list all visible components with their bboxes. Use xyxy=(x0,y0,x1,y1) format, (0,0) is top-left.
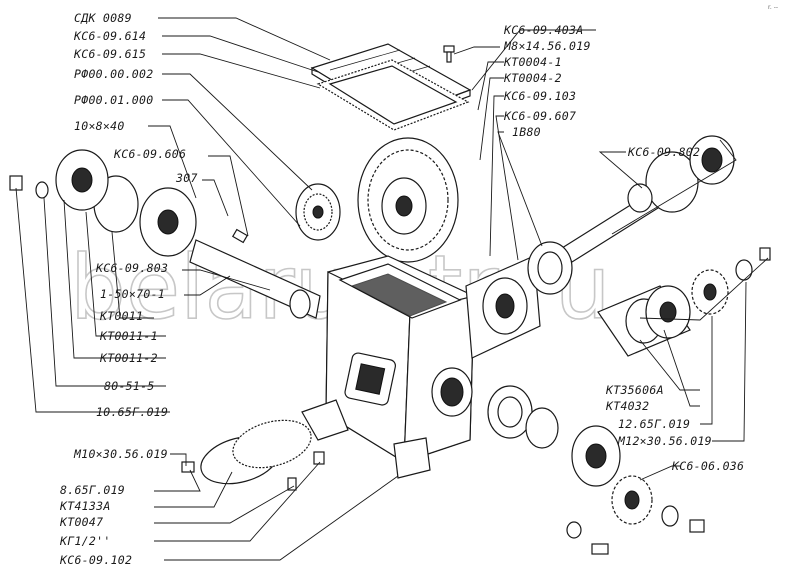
label-ks6-09-102: КС6-09.102 xyxy=(59,553,132,567)
label-kt0011-1: КТ0011-1 xyxy=(99,329,158,343)
label-ks6-09-614: КС6-09.614 xyxy=(73,29,146,43)
label-1b80: 1В80 xyxy=(512,125,541,139)
label-ks6-09-802: КС6-09.802 xyxy=(627,145,700,159)
cover-bolt xyxy=(443,45,455,63)
label-10x8x40: 10×8×40 xyxy=(74,119,125,133)
label-307: 307 xyxy=(175,171,198,185)
label-ks6-09-803: КС6-09.803 xyxy=(95,261,168,275)
label-ks6-09-615: КС6-09.615 xyxy=(73,47,146,61)
label-ks6-06-036: КС6-06.036 xyxy=(671,459,744,473)
label-kt0004-1: КТ0004-1 xyxy=(503,55,562,69)
label-kg1-2: КГ1/2'' xyxy=(59,534,111,548)
lower-bearing-stack xyxy=(487,385,705,533)
label-10-65g019: 10.65Г.019 xyxy=(96,405,168,419)
lower-bolt xyxy=(566,521,609,555)
oval-cover xyxy=(181,419,325,491)
label-rf00-00-002: РФ00.00.002 xyxy=(74,67,153,81)
gearbox-housing xyxy=(301,255,475,479)
label-kt4133a: КТ4133А xyxy=(59,499,111,513)
label-sdk0089: СДК 0089 xyxy=(74,11,132,25)
label-8-65g019: 8.65Г.019 xyxy=(60,483,125,497)
label-1-50x70-1: 1-50×70-1 xyxy=(100,287,165,301)
leader-lines xyxy=(15,17,769,561)
label-kt4032: КТ4032 xyxy=(605,399,649,413)
label-kt0004-2: КТ0004-2 xyxy=(503,71,562,85)
label-ks6-09-403a: КС6-09.403А xyxy=(503,23,583,37)
label-m12x30: М12×30.56.019 xyxy=(617,434,712,448)
label-ks6-09-103: КС6-09.103 xyxy=(503,89,576,103)
corner-mark: r. -- xyxy=(768,4,778,11)
sprocket-upper xyxy=(691,247,771,315)
input-shaft-assembly xyxy=(9,149,321,319)
label-kt0011-2: КТ0011-2 xyxy=(99,351,158,365)
bevel-gear-large xyxy=(357,137,459,263)
cover-gasket xyxy=(316,59,470,131)
side-cover-right xyxy=(597,285,691,357)
label-80-51-5: 80-51-5 xyxy=(104,379,155,393)
bevel-pinion xyxy=(295,183,341,241)
label-kt0011: КТ0011 xyxy=(99,309,143,323)
label-ks6-09-607: КС6-09.607 xyxy=(503,109,576,123)
label-ks6-09-606: КС6-09.606 xyxy=(113,147,186,161)
label-12-65g019: 12.65Г.019 xyxy=(618,417,690,431)
bearing-1b80 xyxy=(527,241,573,295)
upper-right-shaft xyxy=(561,135,735,263)
label-m8x14: М8×14.56.019 xyxy=(503,39,591,53)
label-m10x30: М10×30.56.019 xyxy=(73,447,168,461)
label-rf00-01-000: РФ00.01.000 xyxy=(74,93,153,107)
label-kt0047: КТ0047 xyxy=(59,515,103,529)
label-kt35606a: КТ35606А xyxy=(605,383,664,397)
flange-ks6-09-103 xyxy=(465,255,541,359)
